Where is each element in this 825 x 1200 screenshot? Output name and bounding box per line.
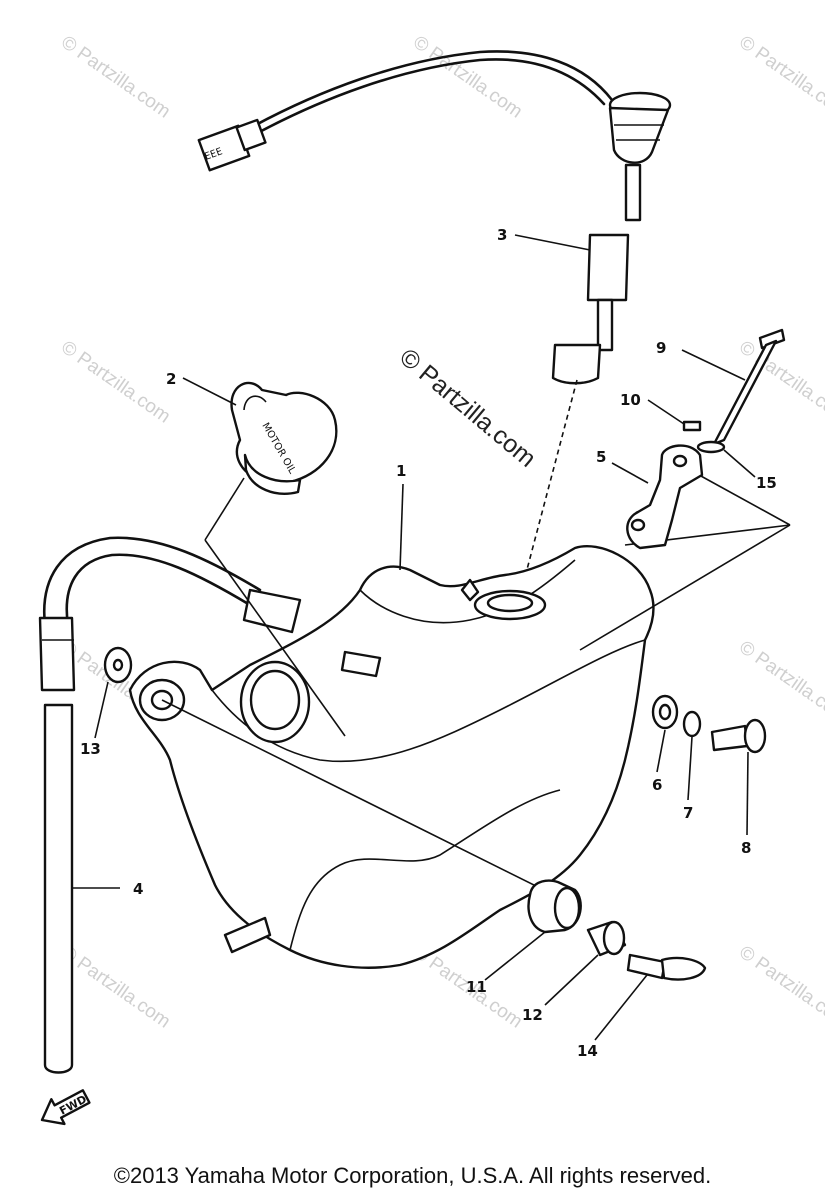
oil-cap-part-2: MOTOR OIL [204,381,338,541]
callout-10: 10 [620,391,641,409]
fwd-arrow: FWD [40,1089,91,1126]
callout-13: 13 [80,740,101,758]
callout-12: 12 [522,1006,543,1024]
callout-8: 8 [741,839,751,857]
bracket-part-5 [626,444,704,550]
screw-part-10 [682,420,702,432]
leader-lines [94,234,756,1041]
callout-3: 3 [497,226,507,244]
callout-7: 7 [683,804,693,822]
callout-6: 6 [652,776,662,794]
oil-level-sender-part-3: EEE [197,50,672,597]
watermark: © Partzilla.com [735,32,825,123]
collar-part-12 [586,920,627,957]
washer-part-6 [651,694,679,730]
callout-9: 9 [656,339,666,357]
callout-1: 1 [396,462,406,480]
lock-washer-part-7 [682,710,702,738]
bolt-part-9 [712,328,786,446]
watermark: © Partzilla.com [409,32,526,123]
watermark: © Partzilla.com [735,942,825,1033]
wing-bolt-part-14 [626,953,707,981]
callout-numbers: 1 2 3 4 5 6 7 8 9 10 11 12 13 14 15 [80,226,777,1060]
callout-11: 11 [466,978,487,996]
o-ring-part-15 [696,440,726,454]
watermark: © Partzilla.com [57,32,174,123]
copyright-notice: ©2013 Yamaha Motor Corporation, U.S.A. A… [113,1163,712,1188]
center-watermark: © Partzilla.com [394,343,541,473]
watermark: © Partzilla.com [735,637,825,728]
callout-2: 2 [166,370,176,388]
callout-4: 4 [133,880,143,898]
washer-part-13 [103,646,133,684]
callout-5: 5 [596,448,606,466]
bolt-part-8 [710,718,767,754]
callout-15: 15 [756,474,777,492]
breather-hose-part-4 [38,536,302,1074]
watermark: © Partzilla.com [57,337,174,428]
grommet-part-11 [527,879,582,934]
watermark: © Partzilla.com [57,942,174,1033]
oil-tank-part-1 [128,469,791,969]
callout-14: 14 [577,1042,598,1060]
